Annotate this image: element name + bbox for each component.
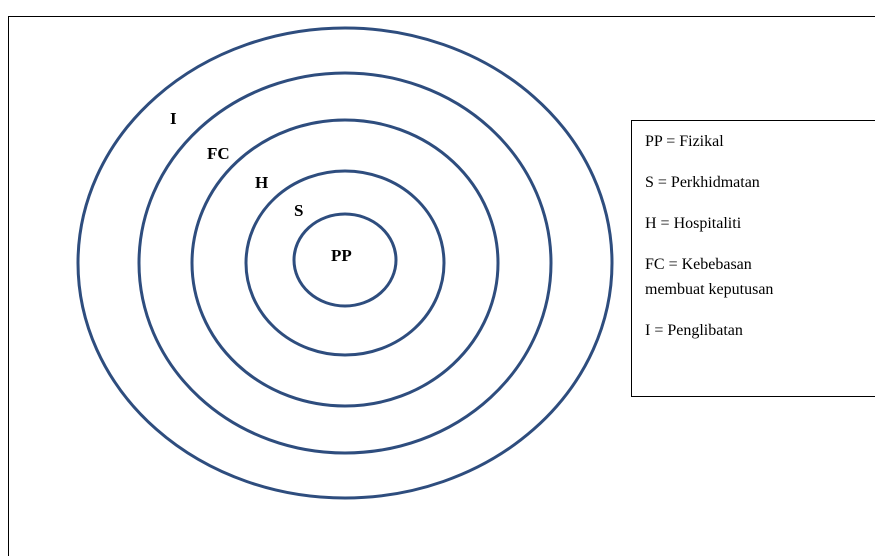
ring-label-s: S [294,201,303,220]
legend-item-pp: PP = Fizikal [645,133,724,150]
ring-pp [292,212,398,308]
ring-label-h: H [255,173,268,192]
legend-box: PP = Fizikal S = Perkhidmatan H = Hospit… [631,120,875,397]
ring-s [244,169,446,357]
ring-h [190,118,500,408]
ring-i [76,26,614,500]
ring-fc [137,71,553,455]
legend-item-fc: FC = Kebebasan membuat keputusan [645,256,774,298]
ring-label-fc: FC [207,144,230,163]
ring-label-i: I [170,109,177,128]
legend-item-i: I = Penglibatan [645,322,743,339]
diagram-frame [8,16,875,556]
legend-item-s: S = Perkhidmatan [645,174,760,191]
ring-label-pp: PP [331,246,352,265]
legend-item-h: H = Hospitaliti [645,215,742,232]
